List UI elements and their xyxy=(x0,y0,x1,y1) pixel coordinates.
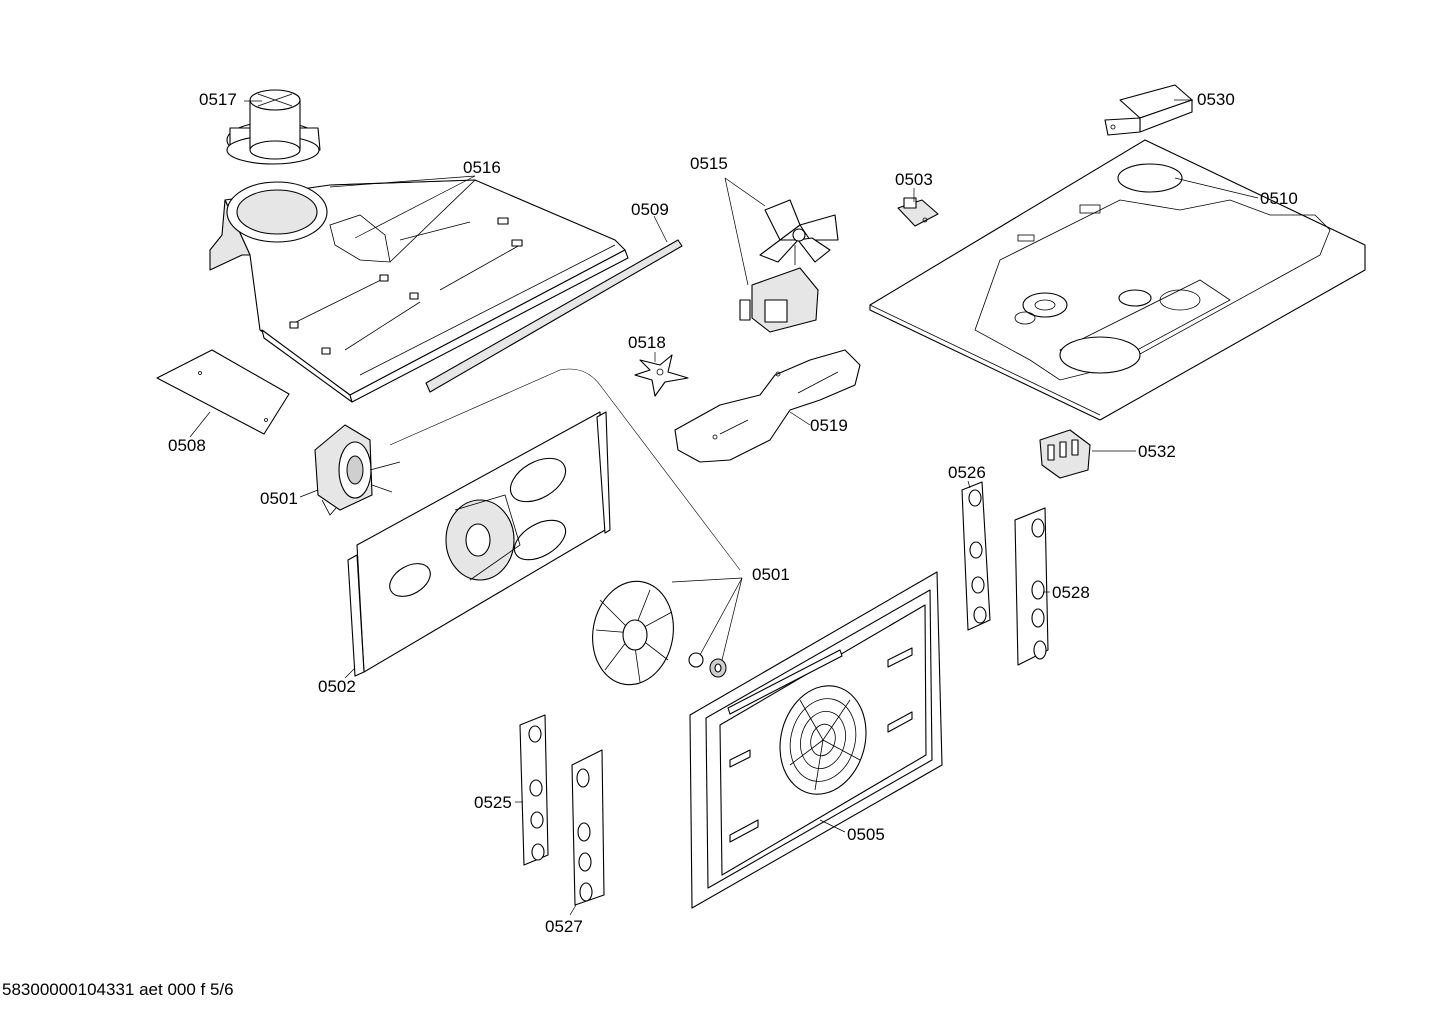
label-0516: 0516 xyxy=(463,158,501,177)
label-0527: 0527 xyxy=(545,917,583,936)
label-0508: 0508 xyxy=(168,436,206,455)
label-0515: 0515 xyxy=(690,154,728,173)
part-0508-plate xyxy=(156,349,290,435)
part-0532-connector xyxy=(1039,429,1091,479)
part-0502-back-panel xyxy=(347,411,611,677)
label-0509: 0509 xyxy=(631,200,669,219)
part-0528-rail xyxy=(1014,507,1049,666)
label-0505: 0505 xyxy=(847,825,885,844)
part-0517-collar xyxy=(226,89,321,165)
part-0530-module xyxy=(1104,84,1193,136)
label-0528: 0528 xyxy=(1052,583,1090,602)
document-reference: 58300000104331 aet 000 f 5/6 xyxy=(2,980,234,999)
part-0503-thermostat xyxy=(897,197,939,227)
part-0525-rail xyxy=(519,714,549,866)
part-0501-fan-wheel xyxy=(592,580,727,686)
part-0519-cover xyxy=(674,349,861,463)
part-0501-motor xyxy=(314,424,401,516)
label-0501-fan: 0501 xyxy=(752,565,790,584)
part-0515-motor xyxy=(739,199,839,333)
label-0502: 0502 xyxy=(318,677,356,696)
part-0518-bracket xyxy=(634,354,689,397)
label-0501-motor: 0501 xyxy=(260,489,298,508)
part-0516-duct xyxy=(209,179,629,403)
label-0517: 0517 xyxy=(199,90,237,109)
label-0510: 0510 xyxy=(1260,189,1298,208)
label-0519: 0519 xyxy=(810,416,848,435)
label-0532: 0532 xyxy=(1138,442,1176,461)
label-0518: 0518 xyxy=(628,333,666,352)
part-0505-back-wall xyxy=(689,571,943,909)
label-0503: 0503 xyxy=(895,170,933,189)
label-0526: 0526 xyxy=(948,463,986,482)
part-0509-strip xyxy=(425,239,683,393)
leader-lines xyxy=(189,99,1259,916)
label-0530: 0530 xyxy=(1197,90,1235,109)
label-0525: 0525 xyxy=(474,793,512,812)
part-0527-rail xyxy=(571,749,605,906)
part-0526-rail xyxy=(961,481,991,631)
part-0510-top-plate xyxy=(869,139,1366,421)
